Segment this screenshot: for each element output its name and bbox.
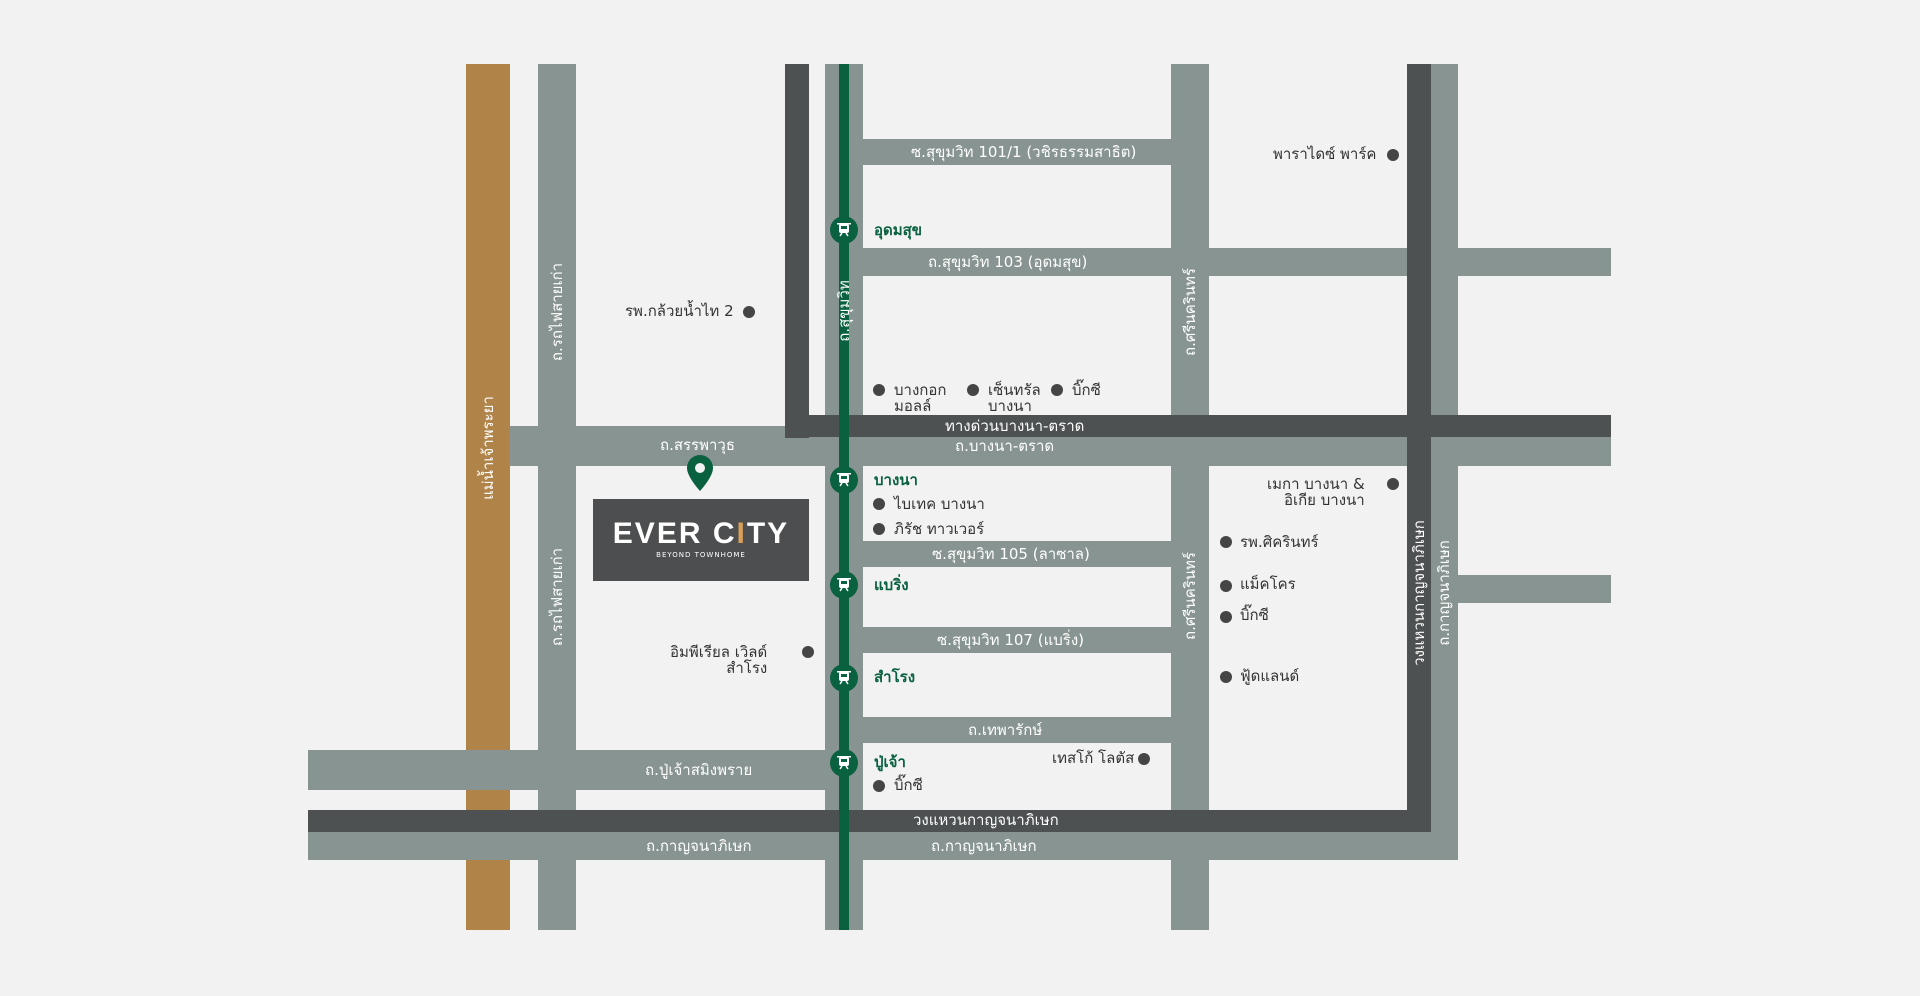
srinakarin-road — [1171, 64, 1209, 930]
poi-makro-dot — [1220, 580, 1232, 592]
rotfai-lower-label: ถ.รถไฟสายเก่า — [548, 547, 566, 647]
map-pin-icon — [687, 455, 713, 491]
poi-imperial-dot — [802, 646, 814, 658]
evercity-logo: EVER CITY BEYOND TOWNHOME — [593, 499, 809, 581]
poi-bigc-1-label: บิ๊กซี — [1072, 381, 1101, 399]
soi-101-1-label: ซ.สุขุมวิท 101/1 (วชิรธรรมสาธิต) — [911, 143, 1137, 161]
theparak-road — [863, 717, 1171, 743]
ring-road — [308, 810, 1431, 832]
poi-bigc-1-dot — [1051, 384, 1063, 396]
poi-central-label: เซ็นทรัล บางนา — [988, 381, 1041, 415]
kanchana-vertical-label: ถ.กาญจนาภิเษก — [1435, 540, 1453, 646]
theparak-label: ถ.เทพารักษ์ — [968, 721, 1043, 739]
logo-brand-left: EVER C — [612, 517, 737, 550]
poi-bitec-dot — [873, 498, 885, 510]
poi-mega-dot — [1387, 478, 1399, 490]
poi-bigc-2-dot — [1220, 611, 1232, 623]
ring-road-label: วงแหวนกาญจนาภิเษก — [913, 811, 1059, 829]
river-label: แม่น้ำเจ้าพระยา — [479, 396, 497, 500]
ring-vertical-label: วงแหวนกาญจนาภิเษก — [1410, 520, 1428, 666]
poi-kluaynamthai-dot — [743, 306, 755, 318]
logo-brand-i: I — [736, 517, 747, 550]
poi-makro-label: แม็คโคร — [1240, 575, 1296, 593]
logo-brand: EVER CITY — [593, 518, 809, 550]
ring-road-vertical — [1407, 64, 1431, 832]
poi-bhiraj-label: ภิรัช ทาวเวอร์ — [894, 520, 985, 538]
station-samrong-icon — [830, 664, 858, 692]
poi-bangkok-mall-label: บางกอก มอลล์ — [894, 381, 947, 415]
srinakarin-upper-label: ถ.ศรีนครินทร์ — [1181, 268, 1199, 356]
srinakarin-lower-label: ถ.ศรีนครินทร์ — [1181, 552, 1199, 640]
station-udomsuk-icon — [830, 216, 858, 244]
sukhumvit-label: ถ.สุขุมวิท — [835, 280, 853, 342]
station-udomsuk-label: อุดมสุข — [874, 221, 923, 239]
kanchana-road — [308, 832, 1458, 860]
soi-103-road — [863, 248, 1611, 276]
poi-imperial-label: อิมพีเรียล เวิลด์ สำโรง — [670, 643, 768, 677]
poi-central-dot — [967, 384, 979, 396]
station-samrong-label: สำโรง — [874, 668, 916, 686]
poi-kluaynamthai-label: รพ.กล้วยน้ำไท 2 — [625, 302, 734, 320]
poi-bitec-label: ไบเทค บางนา — [894, 495, 985, 513]
station-puchao-icon — [830, 749, 858, 777]
soi-101-1-road — [863, 139, 1171, 165]
rotfai-upper-label: ถ.รถไฟสายเก่า — [548, 262, 566, 362]
poi-foodland-dot — [1220, 671, 1232, 683]
station-bangna-icon — [830, 466, 858, 494]
station-bearing-icon — [830, 571, 858, 599]
rotfai-road — [538, 64, 576, 930]
soi-107-road — [863, 627, 1171, 653]
poi-bigc-3-dot — [873, 780, 885, 792]
poi-paradise-label: พาราไดซ์ พาร์ค — [1273, 145, 1377, 163]
soi-107-label: ซ.สุขุมวิท 107 (แบริ่ง) — [937, 631, 1084, 649]
station-bearing-label: แบริ่ง — [874, 576, 909, 594]
logo-tagline: BEYOND TOWNHOME — [656, 551, 746, 559]
right-branch-road — [1458, 575, 1611, 603]
station-puchao-label: ปู่เจ้า — [874, 753, 906, 771]
poi-srinakarin-hosp-dot — [1220, 536, 1232, 548]
station-bangna-label: บางนา — [874, 471, 918, 489]
expressway-vertical-left — [785, 64, 809, 438]
logo-brand-right: TY — [746, 517, 790, 550]
sanphawut-label: ถ.สรรพาวุธ — [660, 436, 736, 454]
poi-mega-label: เมกา บางนา & อิเกีย บางนา — [1267, 475, 1365, 509]
bts-line — [839, 64, 849, 930]
soi-105-road — [863, 541, 1171, 567]
kanchana-right-label: ถ.กาญจนาภิเษก — [931, 837, 1037, 855]
poi-bhiraj-dot — [873, 523, 885, 535]
pu-chao-road — [308, 750, 825, 790]
bangna-trat-label: ถ.บางนา-ตราด — [955, 437, 1055, 455]
soi-105-label: ซ.สุขุมวิท 105 (ลาซาล) — [932, 545, 1090, 563]
poi-bigc-2-label: บิ๊กซี — [1240, 606, 1269, 624]
pu-chao-label: ถ.ปู่เจ้าสมิงพราย — [645, 761, 753, 779]
poi-tesco-dot — [1138, 753, 1150, 765]
poi-foodland-label: ฟู้ดแลนด์ — [1240, 667, 1300, 685]
poi-paradise-dot — [1387, 149, 1399, 161]
poi-srinakarin-hosp-label: รพ.ศิครินทร์ — [1240, 533, 1319, 551]
bangna-trat-expressway — [785, 415, 1611, 437]
poi-tesco-label: เทสโก้ โลตัส — [1052, 749, 1135, 767]
poi-bangkok-mall-dot — [873, 384, 885, 396]
soi-103-label: ถ.สุขุมวิท 103 (อุดมสุข) — [928, 253, 1088, 271]
poi-bigc-3-label: บิ๊กซี — [894, 776, 923, 794]
kanchana-left-label: ถ.กาญจนาภิเษก — [646, 837, 752, 855]
expressway-label: ทางด่วนบางนา-ตราด — [945, 417, 1085, 435]
